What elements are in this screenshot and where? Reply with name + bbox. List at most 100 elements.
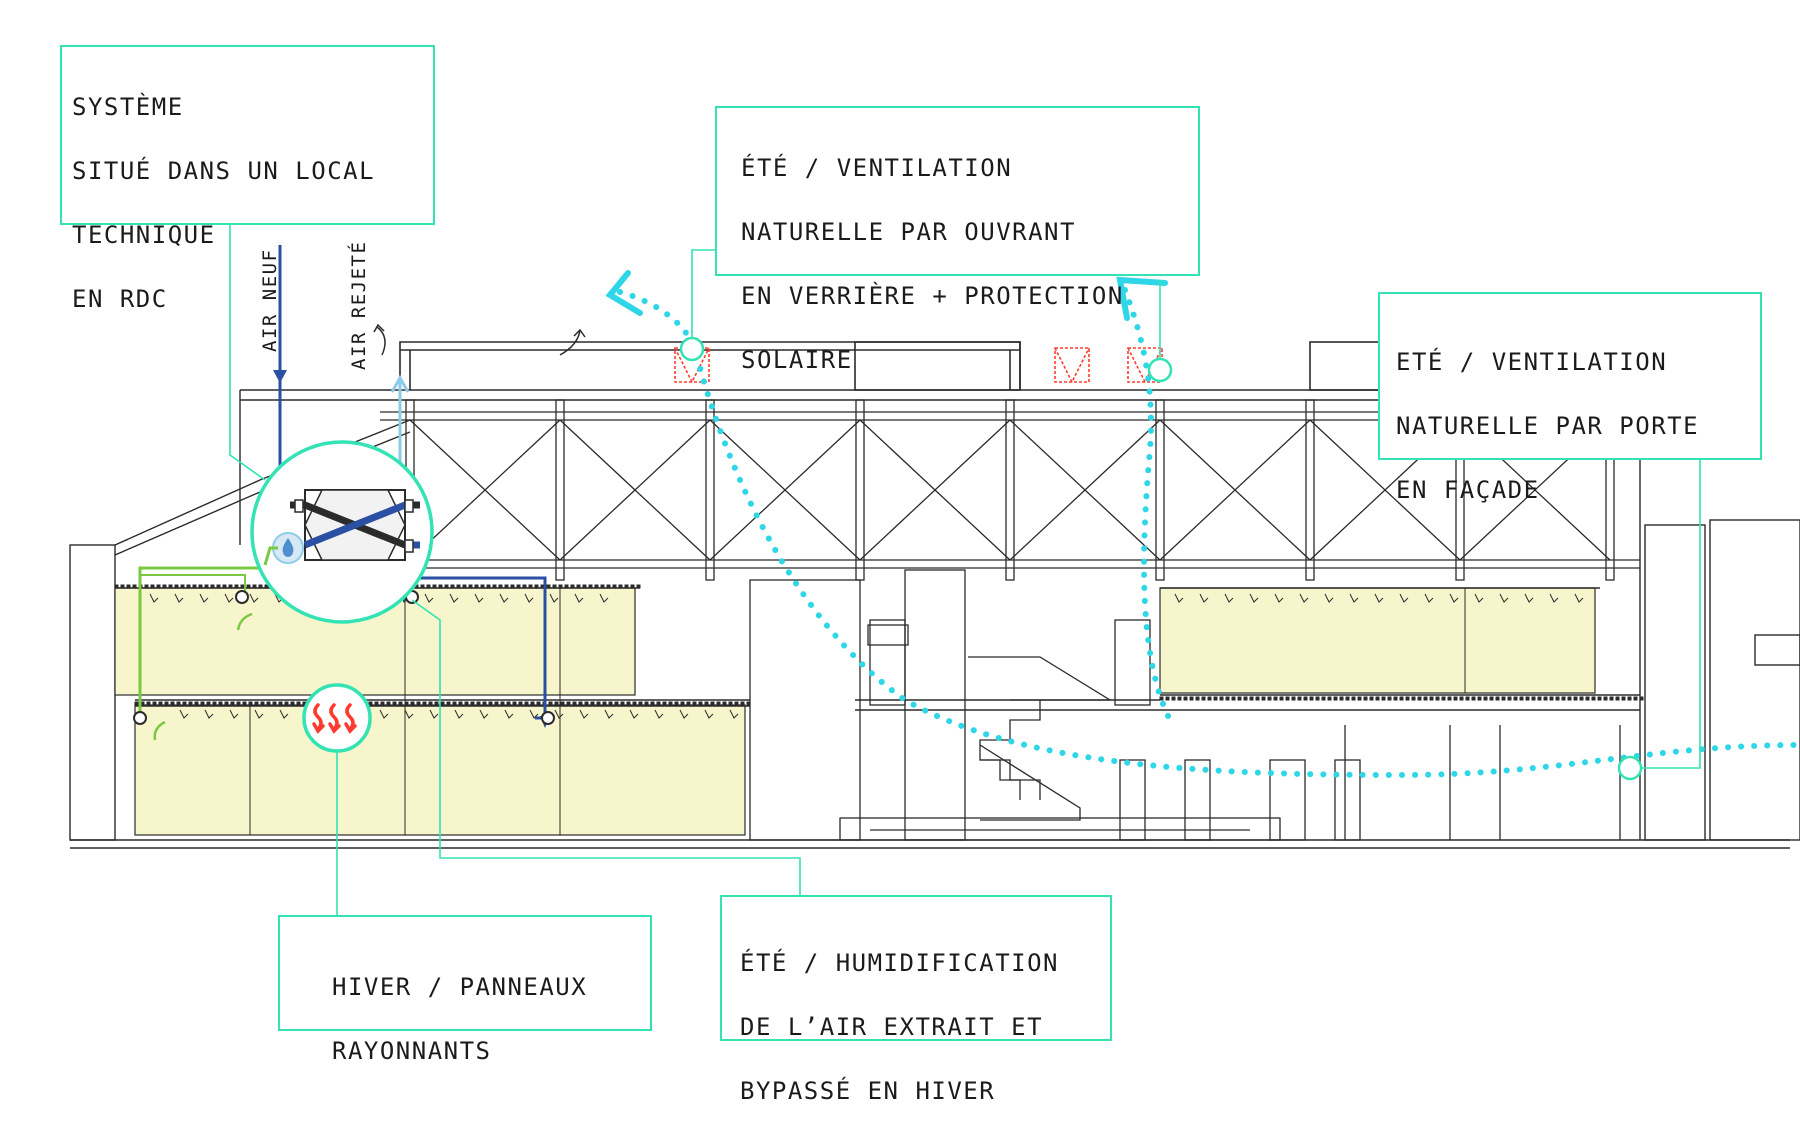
panel-tick <box>249 593 259 603</box>
slab-hatch <box>1273 696 1278 701</box>
slab-hatch <box>428 701 433 706</box>
slab-hatch <box>1261 696 1266 701</box>
slab-hatch <box>668 701 673 706</box>
slab-hatch <box>1351 696 1356 701</box>
slab-hatch <box>272 701 277 706</box>
slab-hatch <box>498 584 503 589</box>
slab-hatch <box>1225 696 1230 701</box>
leader-markers <box>679 336 1643 781</box>
slab-hatch <box>482 701 487 706</box>
slab-hatch <box>528 584 533 589</box>
slab-hatch <box>440 701 445 706</box>
callout-humidification-line-3: BYPASSÉ EN HIVER <box>740 1077 996 1105</box>
slab-hatch <box>1189 696 1194 701</box>
slab-hatch <box>1411 696 1416 701</box>
callout-facade-line-1: ETÉ / VENTILATION <box>1396 348 1668 376</box>
slab-hatch <box>462 584 467 589</box>
slab-hatch <box>1465 696 1470 701</box>
slab-hatch <box>704 701 709 706</box>
slab-hatch <box>162 584 167 589</box>
slab-hatch <box>1441 696 1446 701</box>
slab-hatch <box>576 584 581 589</box>
slab-hatch <box>386 701 391 706</box>
slab-hatch <box>236 701 241 706</box>
slab-hatch <box>180 584 185 589</box>
panel-tick <box>1249 593 1259 603</box>
panel-tick <box>579 709 589 719</box>
slab-hatch <box>198 584 203 589</box>
slab-hatch <box>722 701 727 706</box>
panel-tick <box>654 709 664 719</box>
callout-humidification-line-2: DE L’AIR EXTRAIT ET <box>740 1013 1044 1041</box>
panel-tick <box>454 709 464 719</box>
slab-hatch <box>446 701 451 706</box>
panel-tick <box>1399 593 1409 603</box>
panel-tick <box>599 593 609 603</box>
slab-hatch <box>1519 696 1524 701</box>
panel-tick <box>424 593 434 603</box>
slab-hatch <box>1459 696 1464 701</box>
slab-hatch <box>234 584 239 589</box>
callout-facade-line-2: NATURELLE PAR PORTE <box>1396 412 1700 440</box>
slab-hatch <box>126 584 131 589</box>
exhaust-vent-arrows <box>373 323 586 356</box>
column <box>1155 399 1165 581</box>
panel-tick <box>679 709 689 719</box>
panel-tick <box>529 709 539 719</box>
slab-hatch <box>228 584 233 589</box>
slab-hatch <box>438 584 443 589</box>
callout-panels-line-1: HIVER / PANNEAUX <box>332 973 588 1001</box>
panel-tick <box>149 593 159 603</box>
slab-hatch <box>638 701 643 706</box>
exhaust-air-label: AIR REJETÉ <box>347 241 370 370</box>
slab-hatch <box>1471 696 1476 701</box>
slab-hatch <box>492 584 497 589</box>
slab-hatch <box>1633 696 1638 701</box>
slab-hatch <box>1417 696 1422 701</box>
slab-hatch <box>504 584 509 589</box>
system-bubble <box>250 440 434 624</box>
slab-hatch <box>614 701 619 706</box>
panel-tick <box>449 593 459 603</box>
slab-hatch <box>594 584 599 589</box>
slab-hatch <box>1537 696 1542 701</box>
callout-humidification-line-1: ÉTÉ / HUMIDIFICATION <box>740 949 1059 977</box>
slab-hatch <box>164 701 169 706</box>
slab-hatch <box>1603 696 1608 701</box>
panel-tick <box>704 709 714 719</box>
slab-hatch <box>1369 696 1374 701</box>
ground-floor-doors <box>1119 725 1621 841</box>
panel-tick <box>1199 593 1209 603</box>
skylight-flow-left <box>617 289 1800 779</box>
slab-hatch <box>434 701 439 706</box>
slab-hatch <box>1381 696 1386 701</box>
slab-hatch <box>420 584 425 589</box>
slab-hatch <box>216 584 221 589</box>
flow-arrowheads <box>605 270 1168 321</box>
panel-tick <box>1374 593 1384 603</box>
panel-tick <box>1349 593 1359 603</box>
callout-panels: HIVER / PANNEAUX RAYONNANTS <box>278 915 652 1065</box>
slab-hatch <box>416 701 421 706</box>
slab-hatch <box>1639 696 1644 701</box>
slab-hatch <box>252 584 257 589</box>
slab-hatch <box>1597 696 1602 701</box>
slab-hatch <box>480 584 485 589</box>
slab-hatch <box>650 701 655 706</box>
panel-tick <box>479 709 489 719</box>
callout-skylight-line-4: SOLAIRE <box>741 346 853 374</box>
panel-tick <box>1574 593 1584 603</box>
radiant-bubble <box>302 683 372 753</box>
slab-hatch <box>1315 696 1320 701</box>
slab-hatch <box>554 701 559 706</box>
slab-hatch <box>368 701 373 706</box>
slab-hatch <box>132 584 137 589</box>
panel-tick <box>1274 593 1284 603</box>
slab-hatch <box>620 701 625 706</box>
panel-tick <box>474 593 484 603</box>
slab-hatch <box>1483 696 1488 701</box>
slab-hatch <box>740 701 745 706</box>
slab-hatch <box>260 701 265 706</box>
panel-tick <box>729 709 739 719</box>
slab-hatch <box>1195 696 1200 701</box>
